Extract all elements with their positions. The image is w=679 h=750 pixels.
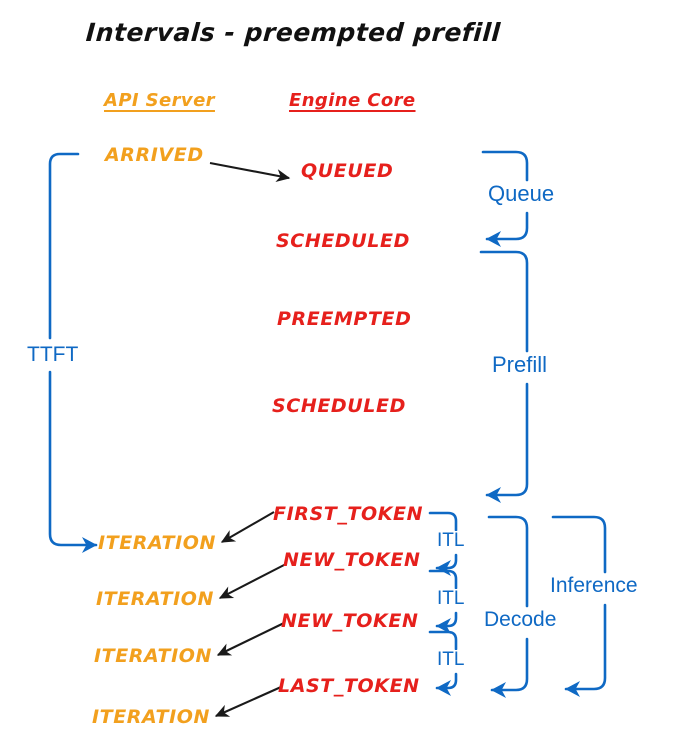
engine-event-first-token: FIRST_TOKEN — [273, 503, 424, 525]
column-header-api-server: API Server — [104, 90, 215, 111]
api-event-iteration-4: ITERATION — [92, 706, 211, 728]
api-event-iteration-1: ITERATION — [98, 532, 217, 554]
engine-event-scheduled-2: SCHEDULED — [272, 395, 406, 417]
interval-label-prefill: Prefill — [489, 354, 551, 376]
bracket-itl-3 — [428, 630, 458, 697]
arrow-arrived-to-queued — [209, 161, 291, 183]
bracket-itl-1 — [428, 511, 458, 577]
api-event-iteration-3: ITERATION — [94, 645, 213, 667]
interval-label-itl-3: ITL — [434, 650, 468, 669]
engine-event-preempted: PREEMPTED — [277, 308, 412, 330]
api-event-iteration-2: ITERATION — [96, 588, 215, 610]
engine-event-queued: QUEUED — [301, 160, 394, 182]
engine-event-scheduled-1: SCHEDULED — [276, 230, 410, 252]
bracket-queue — [481, 150, 529, 248]
bracket-decode — [487, 515, 529, 699]
interval-label-itl-1: ITL — [434, 531, 468, 550]
bracket-prefill — [479, 250, 529, 504]
engine-event-new-token-1: NEW_TOKEN — [283, 549, 421, 571]
engine-event-last-token: LAST_TOKEN — [278, 675, 420, 697]
bracket-inference — [551, 515, 607, 698]
bracket-ttft — [48, 152, 98, 554]
column-header-engine-core: Engine Core — [289, 90, 416, 111]
arrow-new-token-to-iteration-1 — [218, 563, 287, 599]
interval-label-ttft: TTFT — [24, 344, 82, 365]
interval-label-queue: Queue — [485, 183, 558, 205]
api-event-arrived: ARRIVED — [105, 144, 204, 166]
interval-label-inference: Inference — [547, 575, 641, 596]
arrow-first-token-to-iteration — [220, 511, 275, 543]
bracket-itl-2 — [428, 569, 458, 635]
interval-label-itl-2: ITL — [434, 589, 468, 608]
engine-event-new-token-2: NEW_TOKEN — [281, 610, 419, 632]
page-title: Intervals - preempted prefill — [84, 18, 502, 47]
arrow-last-token-to-iteration — [214, 686, 282, 717]
arrow-new-token-to-iteration-2 — [216, 622, 285, 656]
interval-label-decode: Decode — [481, 609, 560, 630]
